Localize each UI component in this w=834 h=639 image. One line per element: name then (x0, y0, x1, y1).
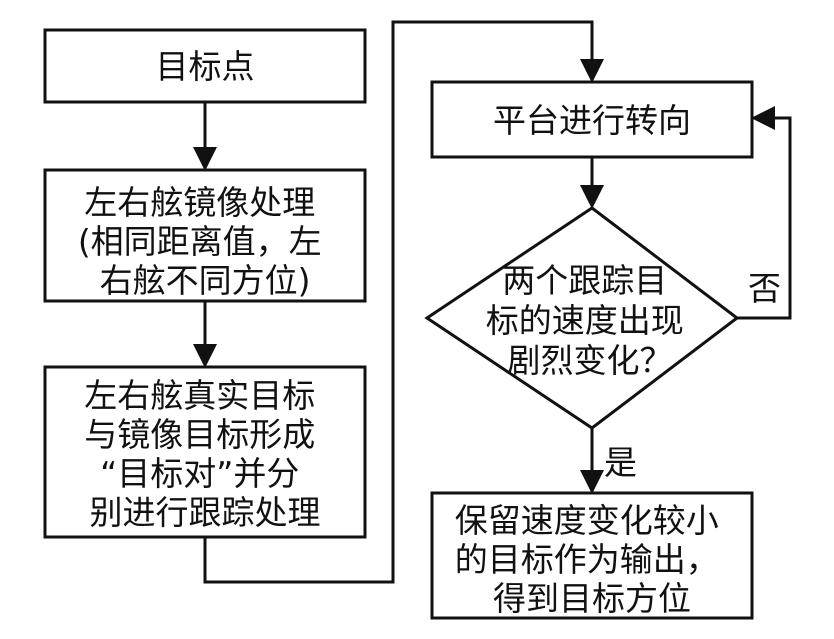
label-speed-change-decision: 两个跟踪目 标的速度出现 剧烈变化？ (486, 261, 695, 380)
label-target-point: 目标点 (156, 47, 255, 86)
arrow-pair-to-turn (203, 20, 604, 584)
label-output-target: 保留速度变化较小 的目标作为输出， 得到目标方位 (455, 501, 730, 618)
label-target-pair-tracking: 左右舷真实目标 与镜像目标形成 “目标对”并分 别进行跟踪处理 (84, 376, 326, 532)
label-branch-yes: 是 (604, 443, 637, 482)
label-mirror-processing: 左右舷镜像处理 (相同距离值，左 右舷不同方位) (78, 183, 332, 300)
arrow-decision-no-to-turn (737, 106, 792, 320)
box-mirror-processing (43, 168, 367, 303)
label-branch-no: 否 (748, 269, 781, 308)
box-output-target (430, 491, 754, 620)
box-target-point (43, 28, 367, 104)
label-platform-turn: 平台进行转向 (493, 101, 691, 140)
